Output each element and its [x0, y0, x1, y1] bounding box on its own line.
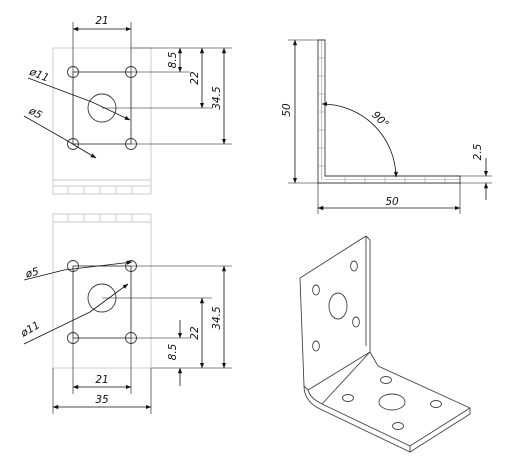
iso-small-hole [392, 422, 404, 430]
bottom-view: 34.5 22 8.5 21 35 ø5 ø11 [18, 213, 232, 414]
iso-small-hole [342, 394, 354, 402]
bottom-dim-8-5-label: 8.5 [167, 343, 179, 360]
side-view: 50 90° 50 2.5 [281, 39, 492, 214]
bottom-plate-outline [52, 221, 152, 369]
bottom-dim-22-label: 22 [189, 326, 201, 340]
side-angle-arc [321, 101, 399, 178]
bottom-bend-ticks [67, 214, 133, 222]
bottom-dim-dia5-label: ø5 [23, 266, 40, 281]
bottom-leader-dia5 [23, 269, 65, 281]
bottom-small-hole [67, 260, 79, 272]
bottom-hole-pattern [72, 265, 132, 339]
front-bend-ticks [67, 186, 133, 194]
side-angle-label: 90° [369, 109, 391, 131]
bottom-dim-35-label: 35 [95, 394, 109, 406]
side-dim-2-5-label: 2.5 [472, 143, 484, 160]
front-dim-8-5-label: 8.5 [167, 51, 179, 68]
iso-small-hole [352, 316, 360, 328]
side-vertical-leg [317, 39, 461, 184]
isometric-view [299, 235, 471, 453]
side-dim-50-horizontal-label: 50 [385, 196, 399, 208]
front-leader-dia11 [27, 77, 93, 103]
front-dim-dia5-label: ø5 [26, 105, 44, 122]
iso-small-hole [312, 284, 320, 296]
iso-large-hole [328, 292, 348, 320]
iso-small-hole [430, 400, 442, 408]
iso-vertical-face [299, 235, 371, 391]
iso-bend [303, 385, 319, 409]
front-dim-34-5-label: 34.5 [211, 86, 223, 110]
iso-large-hole [378, 393, 406, 411]
iso-small-hole [380, 376, 392, 384]
front-dim-21-label: 21 [95, 15, 108, 27]
bottom-leader-dia11 [23, 311, 91, 345]
front-view: 21 8.5 22 34.5 ø11 ø5 [23, 15, 232, 195]
iso-small-hole [312, 340, 320, 352]
front-small-hole [67, 138, 79, 150]
iso-horizontal-face [317, 351, 471, 453]
bottom-dim-21-label: 21 [95, 374, 108, 386]
front-leader-dia5 [23, 115, 67, 141]
front-plate-outline [52, 47, 152, 195]
iso-small-hole [350, 260, 358, 272]
front-dim-22-label: 22 [189, 71, 201, 85]
bottom-dim-34-5-label: 34.5 [211, 306, 223, 330]
side-dim-50-vertical-label: 50 [281, 103, 293, 117]
